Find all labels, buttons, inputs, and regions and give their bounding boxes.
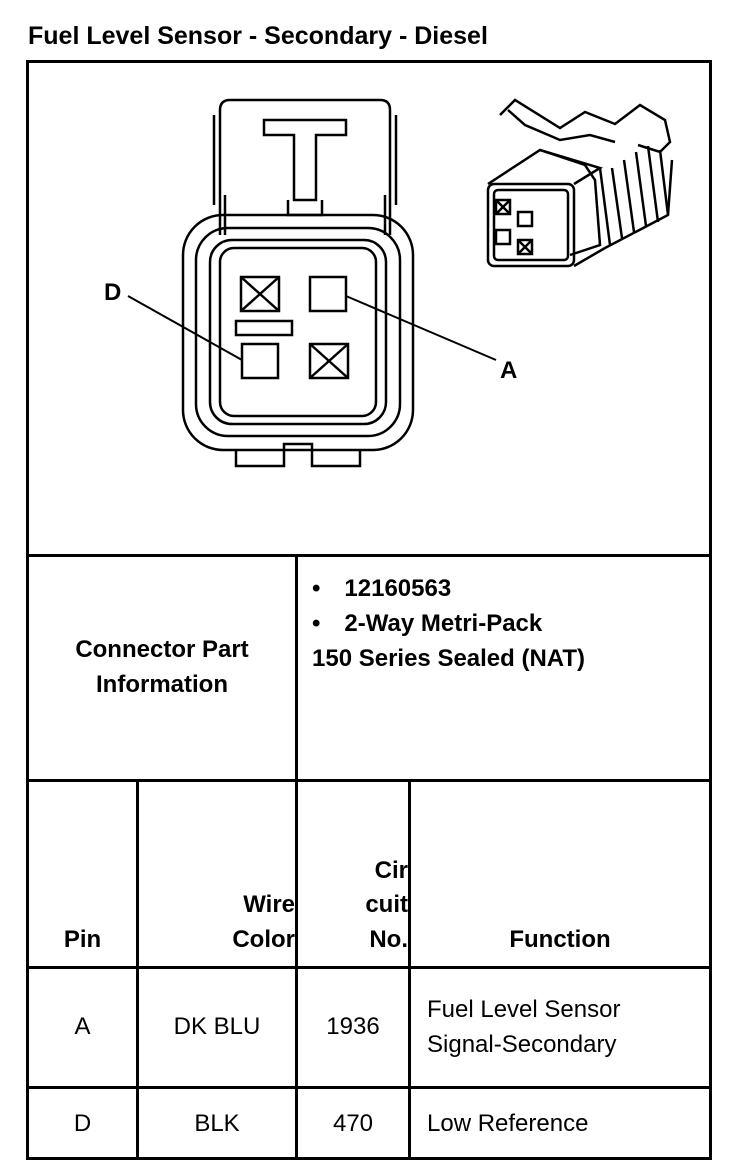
connector-info-details: • 12160563 • 2-Way Metri-Pack 150 Series… <box>312 572 707 692</box>
row-a-function: Fuel Level Sensor Signal-Secondary <box>427 969 707 1086</box>
row-a-pin: A <box>74 1013 91 1041</box>
label-a: A <box>500 357 517 384</box>
cavity-a <box>308 275 348 313</box>
header-circuit-line2: cuit <box>365 891 408 919</box>
row-d-function: Low Reference <box>427 1109 589 1137</box>
divider-col-pin <box>136 779 139 1160</box>
header-wire-line1: Wire <box>243 891 295 919</box>
part-number: 12160563 <box>344 575 452 602</box>
connector-diagram: D A <box>0 0 736 560</box>
connector-face <box>181 98 415 468</box>
connector-info-label: Connector Part Information <box>29 557 295 779</box>
header-circuit-no: Cir cuit No. <box>298 782 408 966</box>
key-slot <box>234 319 294 337</box>
connector-frame <box>26 60 712 1160</box>
leader-line-a <box>345 295 497 361</box>
divider-col-wire <box>295 779 298 1160</box>
part-number-item: • 12160563 <box>312 572 451 607</box>
row-d-pin: D <box>73 1109 92 1137</box>
row-a-wire-color: DK BLU <box>173 1013 261 1041</box>
divider-diagram <box>26 554 712 557</box>
header-circuit-line1: Cir <box>374 856 408 884</box>
description-item: • 2-Way Metri-Pack <box>312 607 542 642</box>
divider-col-circuit <box>408 779 411 1160</box>
header-wire-line2: Color <box>232 926 295 954</box>
row-d-wire-color: BLK <box>194 1109 240 1137</box>
description-line1: 2-Way Metri-Pack <box>344 609 543 637</box>
bullet: • <box>312 609 321 637</box>
row-a-function-line2: Signal-Secondary <box>427 1030 617 1058</box>
bullet: • <box>312 575 321 602</box>
divider-connector <box>26 779 712 782</box>
label-d: D <box>104 279 121 306</box>
header-pin: Pin <box>63 926 102 954</box>
leader-line-d <box>127 295 243 361</box>
row-d-circuit: 470 <box>332 1109 374 1137</box>
divider-connector-info <box>295 554 298 780</box>
cavity-d-top <box>239 275 281 313</box>
connector-info-label-line1: Connector Part <box>75 636 249 664</box>
cavity-d <box>240 342 280 380</box>
connector-diagram-svg: D A <box>104 98 674 468</box>
connector-side-view <box>486 98 674 268</box>
header-wire-color: Wire Color <box>139 782 295 966</box>
header-circuit-line3: No. <box>369 926 408 954</box>
divider-header <box>26 966 712 969</box>
row-a-function-line1: Fuel Level Sensor <box>427 995 621 1023</box>
cavity-a-bottom <box>308 342 350 380</box>
connector-info-label-line2: Information <box>96 671 228 698</box>
divider-row <box>26 1086 712 1089</box>
page-title: Fuel Level Sensor - Secondary - Diesel <box>28 22 488 50</box>
description-line2: 150 Series Sealed (NAT) <box>312 644 586 672</box>
row-a-circuit: 1936 <box>326 1013 380 1041</box>
header-function: Function <box>509 926 611 954</box>
